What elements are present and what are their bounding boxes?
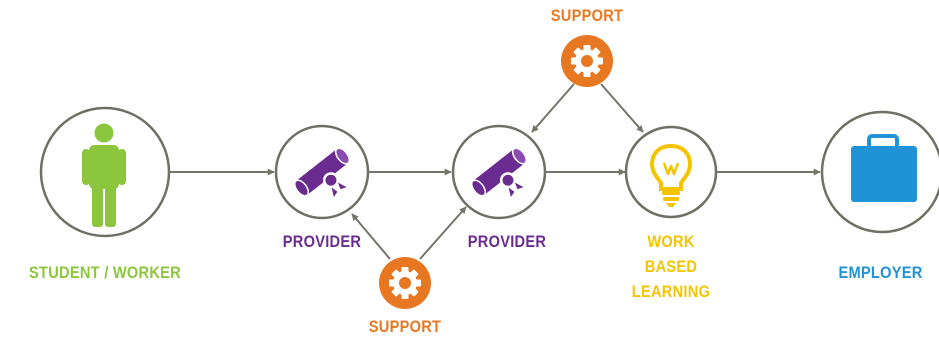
provider-1-label: PROVIDER: [282, 232, 362, 251]
arrow-support-top-to-work: [600, 83, 644, 133]
diploma-icon: [470, 147, 528, 197]
work-label-line-2: BASED: [644, 257, 698, 276]
lightbulb-icon: [649, 143, 693, 207]
provider-node-1: [274, 124, 370, 220]
arrow-support-bottom-to-provider-2: [419, 206, 467, 260]
support-node-top: [561, 35, 613, 87]
provider-2-label: PROVIDER: [467, 232, 547, 251]
work-based-learning-node: [624, 125, 718, 219]
support-node-bottom: [379, 257, 431, 309]
work-label-line-1: WORK: [647, 232, 695, 251]
employer-node: [820, 110, 939, 234]
arrows: [170, 83, 821, 260]
work-label-line-3: LEARNING: [631, 282, 711, 301]
diploma-icon: [293, 147, 351, 197]
briefcase-icon: [851, 134, 917, 202]
support-bottom-label: SUPPORT: [368, 317, 442, 336]
arrow-support-bottom-to-provider-1: [351, 213, 391, 260]
support-top-label: SUPPORT: [550, 6, 624, 25]
student-node: [39, 106, 171, 238]
student-label: STUDENT / WORKER: [29, 263, 181, 282]
gear-icon: [389, 267, 421, 299]
person-icon: [82, 123, 126, 227]
employer-label: EMPLOYER: [838, 263, 923, 282]
gear-icon: [571, 45, 603, 77]
provider-node-2: [451, 124, 547, 220]
arrow-support-top-to-provider-2: [531, 83, 575, 133]
